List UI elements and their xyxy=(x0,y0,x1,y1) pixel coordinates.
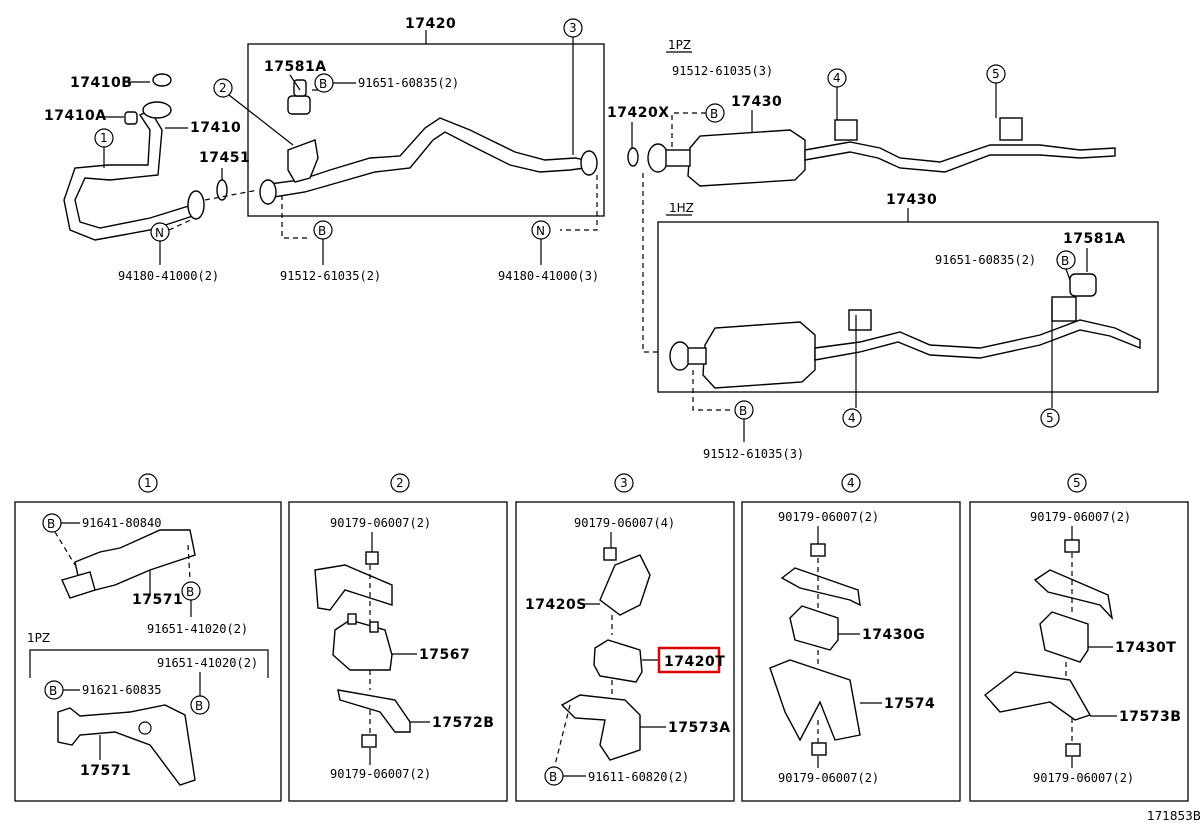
part-label-91512-61035-2[interactable]: 91512-61035(2) xyxy=(280,269,381,283)
part-label-17430G[interactable]: 17430G xyxy=(862,627,925,643)
part-label-17410A[interactable]: 17410A xyxy=(44,108,107,124)
part-label-91651-60835-bot[interactable]: 91651-60835(2) xyxy=(935,253,1036,267)
part-label-17574[interactable]: 17574 xyxy=(884,696,935,712)
part-label-94180-41000-3[interactable]: 94180-41000(3) xyxy=(498,269,599,283)
marker-B: B xyxy=(195,699,203,713)
highlight-17420T xyxy=(657,646,721,674)
part-label-90179-top-5[interactable]: 90179-06007(2) xyxy=(1030,510,1131,524)
part-label-17420X[interactable]: 17420X xyxy=(607,105,670,121)
part-label-90179-top-2[interactable]: 90179-06007(2) xyxy=(330,516,431,530)
part-label-17571b[interactable]: 17571 xyxy=(80,763,131,779)
marker-B: B xyxy=(710,107,718,121)
part-label-17571a[interactable]: 17571 xyxy=(132,592,183,608)
marker-B: B xyxy=(739,404,747,418)
part-label-90179-bot-4[interactable]: 90179-06007(2) xyxy=(778,771,879,785)
detail-panel-3: 3 90179-06007(4) 17420S 17420T 17573A B … xyxy=(515,473,735,802)
part-label-17420T[interactable]: 17420T xyxy=(664,654,725,670)
part-label-17572B[interactable]: 17572B xyxy=(432,715,494,731)
part-label-94180-41000-2[interactable]: 94180-41000(2) xyxy=(118,269,219,283)
detail-panel-4: 4 90179-06007(2) 17430G 17574 90179-0600… xyxy=(741,473,961,802)
detail-panel-5: 5 90179-06007(2) 17430T 17573B 90179-060… xyxy=(969,473,1189,802)
detail-panel-1: 1 B 91641-80840 17571 B 91651-41020(2) 1… xyxy=(14,473,282,802)
marker-4: 4 xyxy=(833,71,841,85)
marker-3: 3 xyxy=(620,476,628,490)
engine-label-1pz: 1PZ xyxy=(668,38,691,52)
part-label-17430-top[interactable]: 17430 xyxy=(731,94,782,110)
marker-N: N xyxy=(536,224,545,238)
part-label-17430T[interactable]: 17430T xyxy=(1115,640,1176,656)
front-pipe-group-17420: 17420 17581A B 91651-60835(2) 2 3 xyxy=(213,16,605,239)
part-label-17410[interactable]: 17410 xyxy=(190,120,241,136)
tail-pipe-1pz: 1PZ 91512-61035(3) B 17430 4 5 xyxy=(647,38,1116,187)
part-label-91651-60835-top[interactable]: 91651-60835(2) xyxy=(358,76,459,90)
part-label-90179-top-4[interactable]: 90179-06007(2) xyxy=(778,510,879,524)
part-label-17581A-top[interactable]: 17581A xyxy=(264,59,327,75)
engine-label-1hz: 1HZ xyxy=(669,201,694,215)
part-label-17420[interactable]: 17420 xyxy=(405,16,456,32)
marker-5: 5 xyxy=(1073,476,1081,490)
part-label-17410B[interactable]: 17410B xyxy=(70,75,132,91)
part-label-90179-top-3[interactable]: 90179-06007(4) xyxy=(574,516,675,530)
marker-N: N xyxy=(155,226,164,240)
marker-5: 5 xyxy=(992,67,1000,81)
figure-id: 171853B xyxy=(1147,809,1200,823)
part-label-91621-60835[interactable]: 91621-60835 xyxy=(82,683,161,697)
marker-4: 4 xyxy=(848,411,856,425)
part-label-91512-61035-3-bot[interactable]: 91512-61035(3) xyxy=(703,447,804,461)
part-label-17451[interactable]: 17451 xyxy=(199,150,250,166)
part-label-17581A-bot[interactable]: 17581A xyxy=(1063,231,1126,247)
part-label-91641-80840[interactable]: 91641-80840 xyxy=(82,516,161,530)
marker-4: 4 xyxy=(847,476,855,490)
detail-panel-2: 2 90179-06007(2) 17567 17572B 90179-0600… xyxy=(288,473,508,802)
marker-5: 5 xyxy=(1046,411,1054,425)
part-label-17420S[interactable]: 17420S xyxy=(525,597,587,613)
part-label-91611-60820[interactable]: 91611-60820(2) xyxy=(588,770,689,784)
part-label-17573B[interactable]: 17573B xyxy=(1119,709,1181,725)
part-label-17567[interactable]: 17567 xyxy=(419,647,470,663)
marker-2: 2 xyxy=(219,81,227,95)
marker-2: 2 xyxy=(396,476,404,490)
marker-B: B xyxy=(49,684,57,698)
tail-pipe-1hz: 1HZ 17430 17581A 91651-60835(2) B 4 5 B … xyxy=(642,170,1159,461)
marker-B: B xyxy=(1061,254,1069,268)
part-label-91512-61035-3-top[interactable]: 91512-61035(3) xyxy=(672,64,773,78)
marker-B: B xyxy=(319,77,327,91)
marker-B: B xyxy=(47,517,55,531)
marker-B: B xyxy=(318,224,326,238)
engine-label-1pz: 1PZ xyxy=(27,631,50,645)
part-label-90179-bot-5[interactable]: 90179-06007(2) xyxy=(1033,771,1134,785)
marker-3: 3 xyxy=(569,21,577,35)
part-label-90179-bot-2[interactable]: 90179-06007(2) xyxy=(330,767,431,781)
part-label-91651-41020a[interactable]: 91651-41020(2) xyxy=(147,622,248,636)
marker-1: 1 xyxy=(100,131,108,145)
part-label-91651-41020b[interactable]: 91651-41020(2) xyxy=(157,656,258,670)
exhaust-pipe-17410 xyxy=(63,73,259,241)
marker-B: B xyxy=(186,585,194,599)
marker-B: B xyxy=(549,770,557,784)
part-label-17430-bot[interactable]: 17430 xyxy=(886,192,937,208)
part-label-17573A[interactable]: 17573A xyxy=(668,720,731,736)
marker-1: 1 xyxy=(144,476,152,490)
